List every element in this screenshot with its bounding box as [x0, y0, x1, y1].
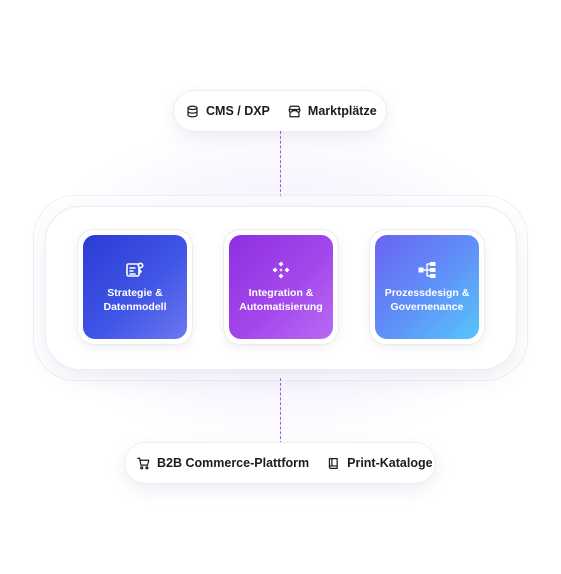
- card-label-line: Governenance: [390, 300, 464, 313]
- card-label: Prozessdesign & Governenance: [385, 287, 470, 313]
- card-strategie-wrapper[interactable]: Strategie & Datenmodell: [78, 230, 192, 344]
- chip-print-kataloge[interactable]: Print-Kataloge: [327, 456, 433, 470]
- bottom-channels-pill: B2B Commerce-Plattform Print-Kataloge: [125, 443, 435, 483]
- card-label: Strategie & Datenmodell: [103, 287, 166, 313]
- top-systems-pill: CMS / DXP Marktplätze: [174, 91, 386, 131]
- connector-top-dashed-line: [280, 131, 281, 197]
- chip-cms-dxp[interactable]: CMS / DXP: [186, 104, 270, 118]
- card-label-line: Automatisierung: [239, 300, 323, 313]
- card-integration-wrapper[interactable]: Integration & Automatisierung: [224, 230, 338, 344]
- card-label-line: Prozessdesign &: [384, 287, 470, 300]
- chip-label: CMS / DXP: [206, 104, 270, 118]
- card-label: Integration & Automatisierung: [239, 287, 322, 313]
- card-prozessdesign-governenance[interactable]: Prozessdesign & Governenance: [375, 235, 479, 339]
- storefront-icon: [288, 105, 301, 117]
- card-integration-automatisierung[interactable]: Integration & Automatisierung: [229, 235, 333, 339]
- process-tree-icon: [418, 262, 436, 279]
- connector-bottom-dashed-line: [280, 378, 281, 444]
- integration-icon: [272, 261, 290, 279]
- card-label-line: Datenmodell: [103, 300, 167, 313]
- data-model-icon: [126, 262, 144, 278]
- chip-label: Print-Kataloge: [347, 456, 433, 470]
- card-label-line: Strategie &: [107, 287, 163, 300]
- card-label-line: Integration &: [248, 287, 314, 300]
- cart-icon: [137, 457, 150, 469]
- chip-label: Marktplätze: [307, 104, 377, 118]
- book-icon: [328, 457, 338, 469]
- chip-b2b-commerce[interactable]: B2B Commerce-Plattform: [137, 456, 309, 470]
- card-strategie-datenmodell[interactable]: Strategie & Datenmodell: [83, 235, 187, 339]
- chip-label: B2B Commerce-Plattform: [157, 456, 310, 470]
- chip-marktplaetze[interactable]: Marktplätze: [288, 104, 377, 118]
- database-icon: [187, 105, 198, 117]
- card-prozessdesign-wrapper[interactable]: Prozessdesign & Governenance: [370, 230, 484, 344]
